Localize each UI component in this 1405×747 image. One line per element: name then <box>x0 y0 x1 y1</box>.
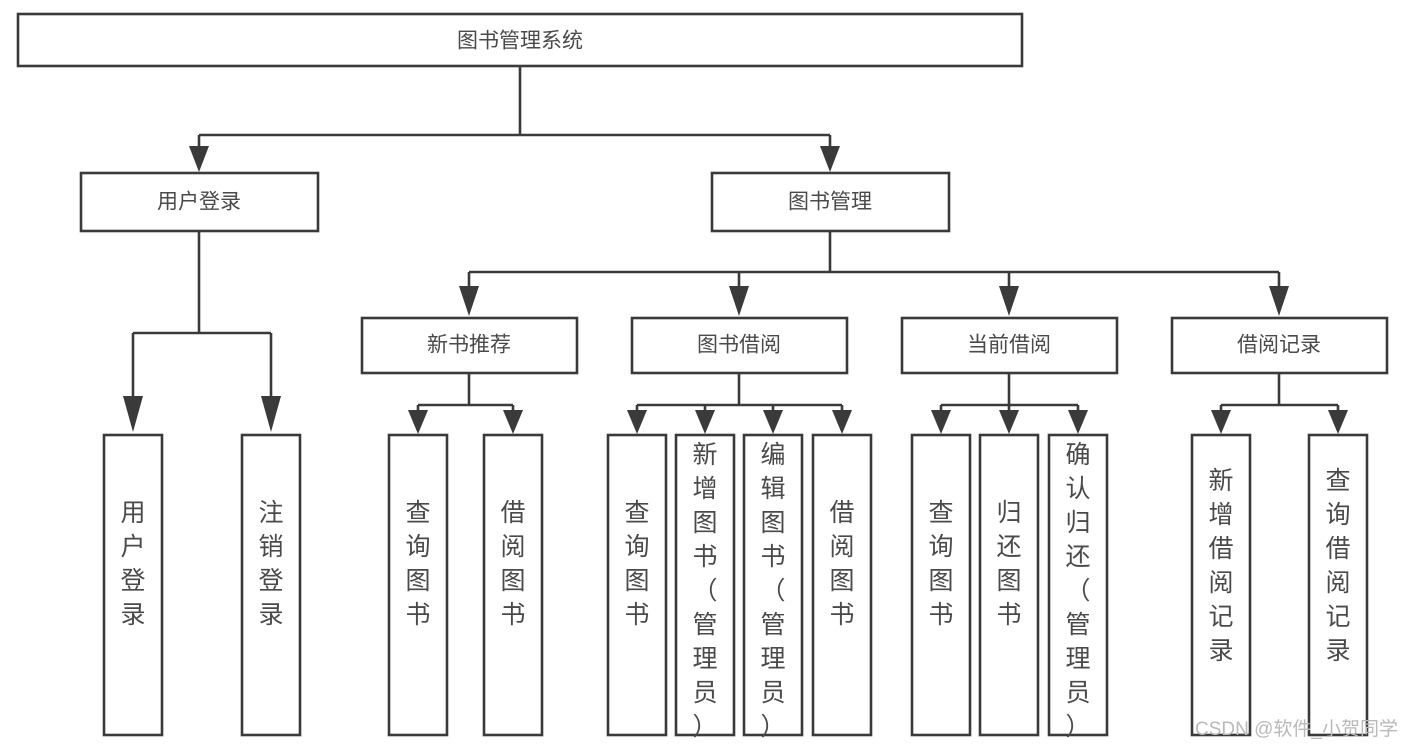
node-new-book-recommend-label: 新书推荐 <box>427 334 511 357</box>
node-borrow-record[interactable]: 借阅记录 <box>1170 316 1389 375</box>
node-book-borrow[interactable]: 图书借阅 <box>630 316 849 375</box>
leaf-user-login-login-label: 用户登录 <box>120 499 145 629</box>
arrow-current-leaf-3 <box>1068 410 1088 434</box>
leaf-user-login-logout-box[interactable] <box>240 433 302 737</box>
node-current-borrow[interactable]: 当前借阅 <box>900 316 1119 375</box>
leaf-user-login-logout[interactable]: 注销登录 <box>240 433 302 737</box>
leaf-borrow-edit-book[interactable]: 编辑图书（管理员） <box>742 433 804 741</box>
leaf-current-return-book-label: 归还图书 <box>996 499 1021 629</box>
leaf-recommend-borrow-book[interactable]: 借阅图书 <box>482 433 544 737</box>
leaf-current-return-book-box[interactable] <box>978 433 1040 737</box>
node-root-label: 图书管理系统 <box>457 30 583 53</box>
node-current-borrow-label: 当前借阅 <box>967 334 1051 357</box>
connector-layer <box>123 66 1348 434</box>
arrow-borrow-leaf-1 <box>627 410 647 434</box>
node-borrow-record-box[interactable] <box>1170 316 1389 375</box>
arrow-manage-to-borrow <box>729 286 749 316</box>
csdn-watermark: CSDN @软件_小贺同学 <box>1195 718 1398 740</box>
leaf-record-query-record[interactable]: 查询借阅记录 <box>1307 433 1369 737</box>
node-user-login-box[interactable] <box>79 171 320 233</box>
node-borrow-record-label: 借阅记录 <box>1237 334 1321 357</box>
leaf-recommend-borrow-book-label: 借阅图书 <box>500 499 525 629</box>
arrow-recommend-leaf-1 <box>408 410 428 434</box>
leaf-user-login-logout-label: 注销登录 <box>258 499 283 629</box>
leaf-borrow-edit-book-label: 编辑图书（管理员） <box>760 441 785 741</box>
leaf-borrow-borrow-book-box[interactable] <box>811 433 873 737</box>
leaf-record-add-record-box[interactable] <box>1190 433 1252 737</box>
node-book-borrow-label: 图书借阅 <box>697 334 781 357</box>
arrow-record-leaf-2 <box>1328 410 1348 434</box>
leaf-borrow-edit-book-box[interactable] <box>742 433 804 737</box>
arrow-record-leaf-1 <box>1211 410 1231 434</box>
arrow-current-leaf-1 <box>931 410 951 434</box>
node-book-borrow-box[interactable] <box>630 316 849 375</box>
arrow-recommend-leaf-2 <box>503 410 523 434</box>
leaf-borrow-add-book-box[interactable] <box>674 433 736 737</box>
arrow-root-to-login <box>189 146 209 172</box>
node-root-box[interactable] <box>16 12 1024 68</box>
arrow-borrow-leaf-2 <box>695 410 715 434</box>
leaf-recommend-query-book[interactable]: 查询图书 <box>387 433 449 737</box>
leaf-current-query-book-box[interactable] <box>910 433 972 737</box>
leaf-record-query-record-box[interactable] <box>1307 433 1369 737</box>
node-user-login-label: 用户登录 <box>157 191 241 214</box>
arrow-manage-to-recommend <box>459 286 479 316</box>
leaf-recommend-borrow-book-box[interactable] <box>482 433 544 737</box>
arrow-root-to-manage <box>820 146 840 172</box>
leaf-current-query-book-label: 查询图书 <box>928 499 953 629</box>
arrow-manage-to-record <box>1269 286 1289 316</box>
leaf-recommend-query-book-box[interactable] <box>387 433 449 737</box>
leaf-current-confirm-return-label: 确认归还（管理员） <box>1065 441 1090 741</box>
leaf-user-login-login-box[interactable] <box>102 433 164 737</box>
node-book-management[interactable]: 图书管理 <box>710 171 951 233</box>
leaf-borrow-add-book-label: 新增图书（管理员） <box>692 441 717 741</box>
arrow-login-leaf-2 <box>261 396 281 432</box>
arrow-borrow-leaf-4 <box>832 410 852 434</box>
leaf-record-add-record[interactable]: 新增借阅记录 <box>1190 433 1252 737</box>
leaf-borrow-query-book[interactable]: 查询图书 <box>606 433 668 737</box>
leaf-record-add-record-label: 新增借阅记录 <box>1208 467 1233 665</box>
node-book-management-box[interactable] <box>710 171 951 233</box>
node-new-book-recommend[interactable]: 新书推荐 <box>360 316 579 375</box>
leaf-current-confirm-return[interactable]: 确认归还（管理员） <box>1047 433 1109 741</box>
leaf-user-login-login[interactable]: 用户登录 <box>102 433 164 737</box>
node-current-borrow-box[interactable] <box>900 316 1119 375</box>
leaf-borrow-borrow-book-label: 借阅图书 <box>829 499 854 629</box>
arrow-current-leaf-2 <box>999 410 1019 434</box>
node-book-management-system[interactable]: 图书管理系统 <box>16 12 1024 68</box>
leaf-borrow-borrow-book[interactable]: 借阅图书 <box>811 433 873 737</box>
node-user-login[interactable]: 用户登录 <box>79 171 320 233</box>
leaf-borrow-add-book[interactable]: 新增图书（管理员） <box>674 433 736 741</box>
node-new-book-recommend-box[interactable] <box>360 316 579 375</box>
leaf-borrow-query-book-box[interactable] <box>606 433 668 737</box>
node-book-management-label: 图书管理 <box>788 191 872 214</box>
leaf-current-query-book[interactable]: 查询图书 <box>910 433 972 737</box>
arrow-borrow-leaf-3 <box>763 410 783 434</box>
leaf-current-return-book[interactable]: 归还图书 <box>978 433 1040 737</box>
leaf-borrow-query-book-label: 查询图书 <box>624 499 649 629</box>
leaf-record-query-record-label: 查询借阅记录 <box>1325 467 1350 665</box>
arrow-login-leaf-1 <box>123 396 143 432</box>
arrow-manage-to-current <box>999 286 1019 316</box>
leaf-current-confirm-return-box[interactable] <box>1047 433 1109 737</box>
leaf-recommend-query-book-label: 查询图书 <box>405 499 430 629</box>
